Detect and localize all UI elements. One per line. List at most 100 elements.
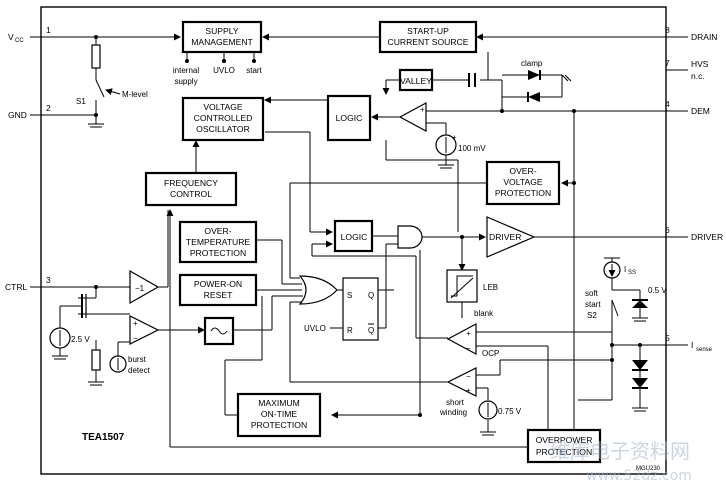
logic-mid-block: LOGIC: [333, 219, 374, 253]
svg-text:+: +: [452, 133, 457, 142]
short-winding-comparator: − + short winding: [439, 367, 477, 417]
svg-text:CURRENT SOURCE: CURRENT SOURCE: [387, 37, 468, 47]
ref-0v75: 0.75 V: [478, 400, 522, 436]
svg-text:ON-TIME: ON-TIME: [261, 409, 298, 419]
svg-text:M-level: M-level: [122, 90, 148, 99]
ctrl-transistor: [59, 294, 96, 328]
svg-text:−1: −1: [135, 284, 145, 293]
svg-text:internal: internal: [173, 66, 199, 75]
pin-hvs-number: 7: [665, 58, 670, 68]
svg-text:OCP: OCP: [482, 349, 499, 358]
svg-text:Q: Q: [368, 326, 374, 335]
svg-text:supply: supply: [174, 77, 197, 86]
pin-gnd: GND 2: [8, 103, 51, 120]
supply-management-block: SUPPLY MANAGEMENT: [181, 20, 263, 54]
svg-text:PROTECTION: PROTECTION: [495, 188, 551, 198]
svg-text:RESET: RESET: [204, 290, 233, 300]
svg-text:S2: S2: [587, 311, 597, 320]
pin-vcc-name: V: [8, 32, 14, 42]
pin-vcc-sub: CC: [15, 38, 24, 44]
svg-text:winding: winding: [439, 408, 467, 417]
svg-text:Q: Q: [368, 291, 374, 300]
svg-text:−: −: [133, 334, 138, 343]
pin-hvs-name: HVS: [691, 59, 709, 69]
pin-hvs: HVS n.c. 7: [665, 58, 709, 81]
svg-text:www.52dz.com: www.52dz.com: [586, 468, 692, 484]
ref-2v5: 2.5 V: [49, 327, 90, 360]
svg-text:0.5 V: 0.5 V: [648, 286, 667, 295]
svg-text:+: +: [466, 386, 471, 395]
clamp-diodes: clamp: [521, 59, 572, 102]
dem-comparator: +: [398, 101, 427, 133]
pin-drain: DRAIN 8: [665, 25, 717, 42]
pin-driver-name: DRIVER: [691, 232, 723, 242]
pin-vcc: V CC 1: [8, 25, 51, 44]
ctrl-inverting-amp: −1: [129, 269, 160, 305]
startup-current-source-block: START-UP CURRENT SOURCE: [378, 20, 478, 54]
wires: [41, 33, 666, 448]
pin-isense-sub: sense: [696, 347, 713, 353]
ref-100mv: + 100 mV: [435, 133, 486, 169]
svg-text:VOLTAGE: VOLTAGE: [503, 177, 543, 187]
max-on-time-protection-block: MAXIMUM ON-TIME PROTECTION: [236, 392, 322, 438]
pin-ctrl-name: CTRL: [5, 282, 27, 292]
valley-block: VALLEY: [398, 68, 434, 92]
svg-text:POWER-ON: POWER-ON: [194, 279, 242, 289]
burst-comparator: + −: [129, 315, 160, 345]
svg-text:2.5 V: 2.5 V: [71, 335, 90, 344]
chip-name: TEA1507: [82, 432, 125, 443]
figure-code: MGU230: [636, 466, 661, 472]
svg-text:FREQUENCY: FREQUENCY: [164, 178, 218, 188]
pin-drain-name: DRAIN: [691, 32, 717, 42]
pin-isense: I sense 5: [665, 333, 713, 353]
svg-text:+: +: [466, 329, 471, 338]
pin-isense-name: I: [691, 340, 693, 350]
svg-text:UVLO: UVLO: [213, 66, 235, 75]
ic-outline: [40, 6, 667, 475]
svg-text:TEMPERATURE: TEMPERATURE: [186, 237, 251, 247]
filter-block: [203, 316, 235, 346]
svg-text:start: start: [246, 66, 262, 75]
svg-text:CONTROL: CONTROL: [170, 189, 212, 199]
pin-ctrl: CTRL 3: [5, 275, 51, 292]
supply-outputs: internal supply UVLO start: [173, 59, 263, 86]
svg-text:PROTECTION: PROTECTION: [190, 248, 246, 258]
svg-text:OVER-: OVER-: [204, 226, 231, 236]
sr-flip-flop: S R Q Q: [342, 277, 379, 341]
svg-text:LEB: LEB: [483, 283, 498, 292]
svg-text:burst: burst: [128, 355, 147, 364]
svg-text:维库电子资料网: 维库电子资料网: [550, 439, 690, 463]
svg-text:VOLTAGE: VOLTAGE: [203, 102, 243, 112]
svg-text:SUPPLY: SUPPLY: [205, 26, 239, 36]
ocp-comparator: + − OCP: [446, 322, 499, 358]
pin-driver: DRIVER 6: [665, 225, 723, 242]
pin-dem-name: DEM: [691, 106, 710, 116]
svg-text:OVERPOWER: OVERPOWER: [536, 435, 593, 445]
pin-isense-number: 5: [665, 333, 670, 343]
svg-text:S: S: [347, 291, 352, 300]
svg-text:START-UP: START-UP: [407, 26, 449, 36]
vco-block: VOLTAGE CONTROLLED OSCILLATOR: [181, 96, 265, 142]
svg-text:S1: S1: [76, 97, 86, 106]
uvlo-input-label: UVLO: [304, 324, 326, 333]
svg-text:−: −: [466, 372, 471, 381]
frequency-control-block: FREQUENCY CONTROL: [144, 171, 238, 207]
svg-text:OSCILLATOR: OSCILLATOR: [196, 124, 250, 134]
svg-text:blank: blank: [474, 309, 494, 318]
svg-text:100 mV: 100 mV: [458, 144, 486, 153]
svg-text:soft: soft: [585, 289, 599, 298]
pin-dem-number: 4: [665, 99, 670, 109]
svg-text:R: R: [347, 326, 353, 335]
driver-buffer: DRIVER: [486, 216, 536, 258]
svg-text:start: start: [585, 300, 601, 309]
svg-text:OVER-: OVER-: [509, 166, 536, 176]
svg-text:short: short: [446, 398, 465, 407]
soft-start: I SS soft start S2 0.5 V: [585, 257, 667, 345]
isense-diodes: [632, 360, 648, 412]
pin-hvs-nc: n.c.: [691, 71, 705, 81]
overvoltage-protection-block: OVER- VOLTAGE PROTECTION: [485, 160, 561, 206]
burst-detect: burst detect: [88, 349, 151, 386]
svg-text:DRIVER: DRIVER: [489, 232, 521, 242]
svg-text:PROTECTION: PROTECTION: [536, 447, 592, 457]
